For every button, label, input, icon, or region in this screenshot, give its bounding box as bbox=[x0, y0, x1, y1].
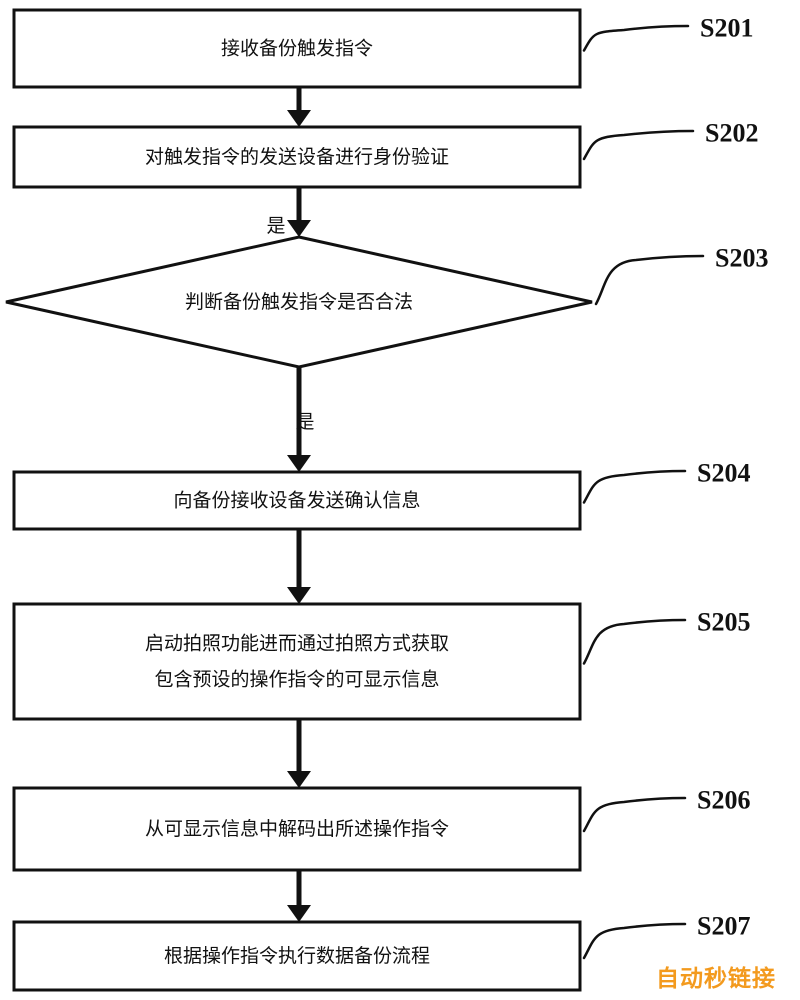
step-tag: S207 bbox=[697, 912, 750, 941]
arrow-head bbox=[287, 110, 311, 127]
step-text: 对触发指令的发送设备进行身份验证 bbox=[145, 146, 449, 168]
step-text: 从可显示信息中解码出所述操作指令 bbox=[145, 818, 449, 840]
step-s204: 向备份接收设备发送确认信息 S204 bbox=[12, 459, 750, 531]
arrow-head bbox=[287, 220, 311, 237]
process-box bbox=[12, 786, 582, 872]
edge-s202-s203: 是 bbox=[266, 187, 311, 237]
edge-s206-s207 bbox=[287, 870, 311, 922]
step-tag: S204 bbox=[697, 459, 750, 488]
edge-label: 是 bbox=[295, 411, 314, 433]
nodes-layer: 接收备份触发指令 S201 对触发指令的发送设备进行身份验证 S202 判断备份触发指令… bbox=[5, 8, 768, 992]
step-text: 根据操作指令执行数据备份流程 bbox=[164, 945, 430, 967]
process-box bbox=[12, 125, 582, 189]
step-s201: 接收备份触发指令 S201 bbox=[12, 8, 753, 89]
edge-s203-s204: 是 bbox=[287, 367, 315, 472]
tag-leader-line bbox=[594, 254, 705, 306]
edge-s205-s206 bbox=[287, 719, 311, 788]
tag-leader-line bbox=[582, 469, 687, 504]
step-tag: S203 bbox=[715, 244, 768, 273]
tag-leader-line bbox=[582, 129, 695, 161]
process-box bbox=[12, 920, 582, 992]
step-tag: S206 bbox=[697, 786, 750, 815]
arrow-head bbox=[287, 455, 311, 472]
arrow-head bbox=[287, 771, 311, 788]
step-s203: 判断备份触发指令是否合法 S203 bbox=[5, 235, 768, 369]
edge-s201-s202 bbox=[287, 87, 311, 127]
process-box bbox=[12, 602, 582, 721]
step-tag: S205 bbox=[697, 608, 750, 637]
step-tag: S202 bbox=[705, 119, 758, 148]
process-box bbox=[12, 8, 582, 89]
step-s207: 根据操作指令执行数据备份流程 S207 bbox=[12, 912, 750, 992]
step-text: 启动拍照功能进而通过拍照方式获取 bbox=[145, 633, 449, 655]
tag-leader-line bbox=[582, 796, 687, 833]
process-box bbox=[12, 470, 582, 531]
decision-diamond bbox=[5, 235, 593, 369]
watermark: 自动秒链接 bbox=[656, 965, 776, 992]
step-text: 接收备份触发指令 bbox=[221, 38, 373, 60]
edge-label: 是 bbox=[266, 215, 285, 237]
step-text: 判断备份触发指令是否合法 bbox=[185, 291, 413, 313]
arrow-head bbox=[287, 905, 311, 922]
arrow-head bbox=[287, 587, 311, 604]
step-tag: S201 bbox=[700, 14, 753, 43]
tag-leader-line bbox=[582, 24, 690, 52]
edge-s204-s205 bbox=[287, 529, 311, 604]
step-text: 包含预设的操作指令的可显示信息 bbox=[154, 669, 439, 691]
step-s206: 从可显示信息中解码出所述操作指令 S206 bbox=[12, 786, 750, 872]
tag-leader-line bbox=[582, 922, 687, 960]
edges-layer: 是是 bbox=[266, 87, 315, 922]
step-text: 向备份接收设备发送确认信息 bbox=[173, 490, 420, 512]
tag-leader-line bbox=[582, 618, 687, 665]
step-s202: 对触发指令的发送设备进行身份验证 S202 bbox=[12, 119, 758, 189]
